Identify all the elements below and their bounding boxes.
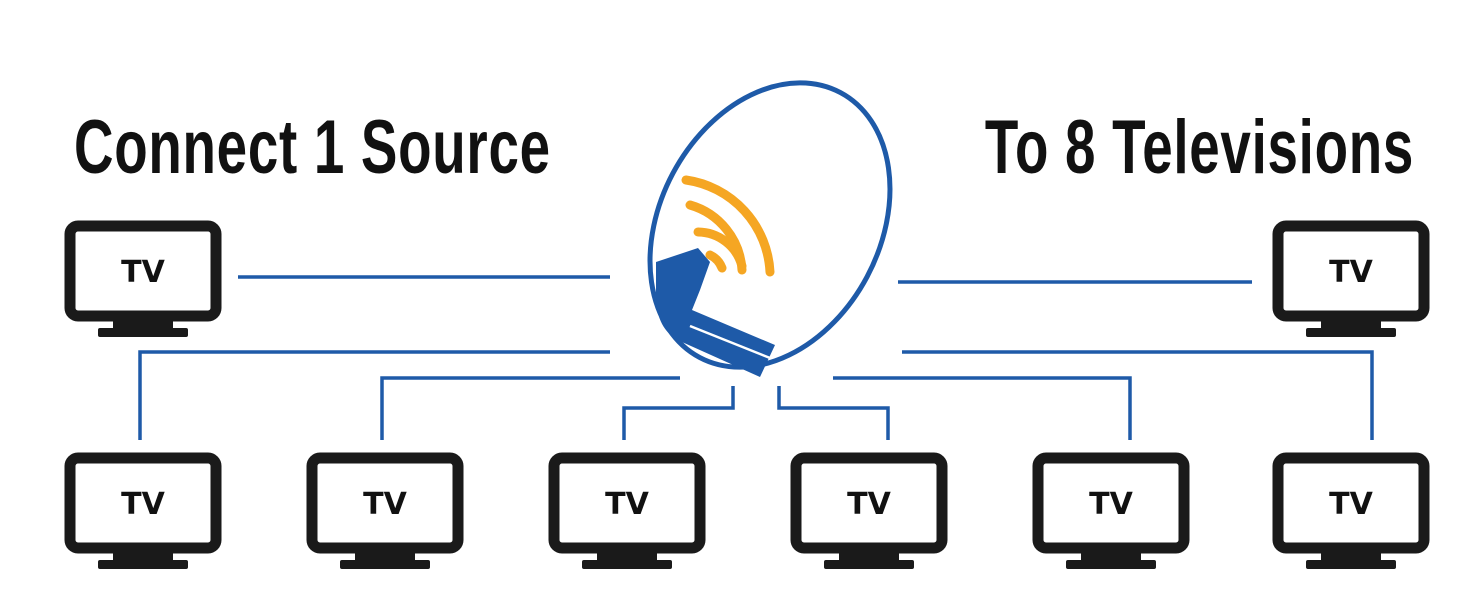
tv-bottom-6: TV [1278,458,1424,569]
tv-bottom-4: TV [796,458,942,569]
tv-label: TV [605,487,649,522]
tv-label: TV [1329,487,1373,522]
line-bottom-5 [833,376,1132,440]
title-right: To 8 Televisions [984,105,1414,190]
tv-label: TV [847,487,891,522]
tv-label: TV [121,255,165,290]
tv-label: TV [363,487,407,522]
line-bottom-4 [777,386,890,440]
line-bottom-3 [622,386,735,440]
tv-top-right: TV [1278,226,1424,337]
tv-top-left: TV [70,226,216,337]
satellite-dish-icon [647,80,893,377]
tv-bottom-3: TV [554,458,700,569]
title-left: Connect 1 Source [74,105,551,190]
line-bottom-6 [902,350,1374,440]
tv-bottom-1: TV [70,458,216,569]
tv-bottom-2: TV [312,458,458,569]
line-bottom-1 [138,350,610,440]
connection-lines [138,275,1374,440]
tv-label: TV [1329,255,1373,290]
tv-bottom-5: TV [1038,458,1184,569]
tv-label: TV [121,487,165,522]
tv-label: TV [1089,487,1133,522]
line-bottom-2 [380,376,680,440]
